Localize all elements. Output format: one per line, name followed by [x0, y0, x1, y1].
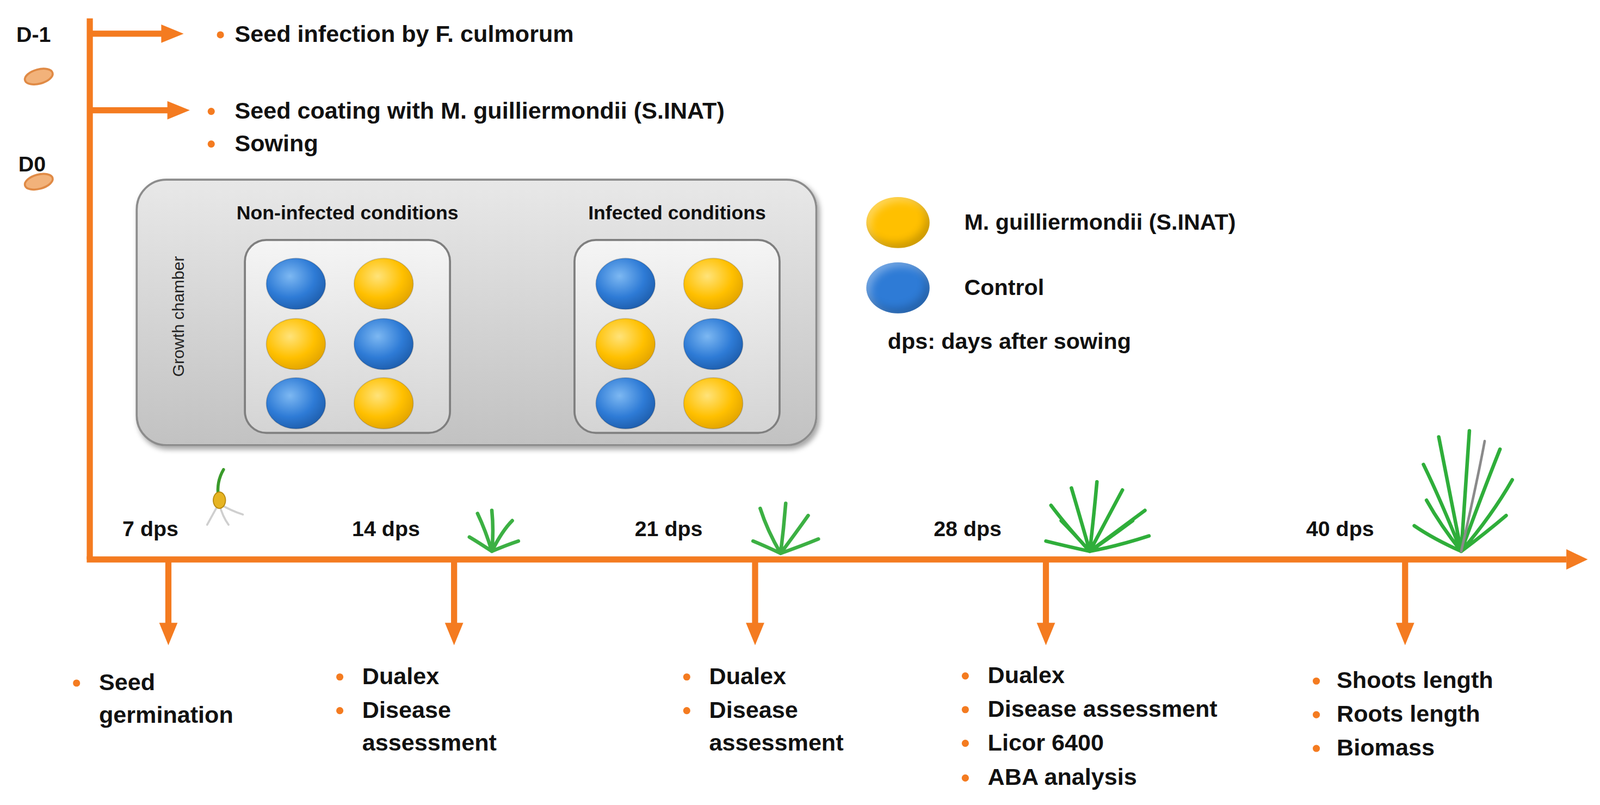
condition-heading: Infected conditions	[588, 201, 766, 225]
text-label: Dualex	[709, 659, 787, 693]
legend-text: Control	[964, 274, 1044, 302]
axes	[86, 18, 1588, 646]
text-label: 28 dps	[933, 513, 1002, 543]
condition-box: Non-infected conditions	[243, 238, 452, 434]
condition-box: Infected conditions	[573, 238, 781, 434]
bullet-dot	[207, 107, 215, 115]
text-label: D0	[18, 149, 46, 179]
growth-chamber-box: Growth chamberNon-infected conditionsInf…	[135, 178, 818, 446]
text-label: Disease assessment	[362, 693, 526, 759]
text-label: 21 dps	[634, 513, 703, 543]
text-label: Shoots length	[1336, 663, 1494, 696]
text-label: Seed germination	[99, 665, 252, 732]
vertical-label: Growth chamber	[169, 256, 188, 378]
bullet-dot	[961, 774, 969, 782]
bullet-dot	[1312, 711, 1320, 719]
bullet-dot	[72, 678, 80, 687]
legend-text: M. guilliermondii (S.INAT)	[964, 209, 1236, 237]
text-label: Biomass	[1336, 730, 1435, 764]
text-label: ABA analysis	[987, 760, 1138, 793]
text-label: Licor 6400	[987, 725, 1104, 759]
text-label: 40 dps	[1306, 513, 1375, 543]
bullet-dot	[683, 706, 691, 714]
bullet-dot	[961, 705, 969, 713]
text-label: Seed coating with M. guilliermondii (S.I…	[234, 94, 725, 127]
text-label: Dualex	[362, 659, 440, 693]
text-label: Sowing	[234, 126, 318, 160]
condition-heading: Non-infected conditions	[236, 201, 459, 225]
bullet-dot	[683, 672, 691, 681]
text-label: 14 dps	[351, 513, 420, 543]
text-label: 7 dps	[122, 513, 179, 543]
text-label: dps: days after sowing	[887, 326, 1132, 358]
bullet-dot	[207, 140, 215, 148]
text-label: Disease assessment	[987, 692, 1218, 725]
text-label: D-1	[16, 19, 51, 50]
text-label: Seed infection by F. culmorum	[234, 17, 574, 51]
bullet-dot	[1312, 677, 1320, 685]
bullet-dot	[961, 739, 969, 747]
legend-swatch	[866, 196, 930, 249]
pot-circles	[266, 258, 744, 429]
text-label: Disease assessment	[709, 693, 873, 759]
bullet-dot	[336, 706, 344, 714]
bullet-dot	[217, 31, 225, 39]
bullet-dot	[336, 672, 344, 681]
legend-swatch	[866, 262, 930, 314]
text-label: Dualex	[987, 658, 1065, 691]
bullet-dot	[1312, 744, 1320, 752]
text-label: Roots length	[1336, 696, 1481, 730]
bullet-dot	[961, 671, 969, 679]
